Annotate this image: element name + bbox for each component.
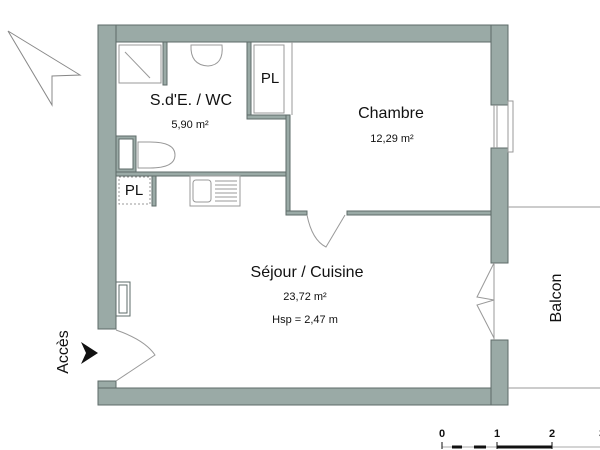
room-area-sejour: 23,72 m² <box>283 291 327 303</box>
scale-bar <box>441 442 600 449</box>
access-label: Accès <box>55 330 72 374</box>
sink-icon <box>190 44 223 67</box>
ceiling-height: Hsp = 2,47 m <box>272 314 338 326</box>
placard-label: PL <box>260 70 280 87</box>
entry-door <box>115 329 156 382</box>
room-name-sde: S.d'E. / WC <box>149 92 233 109</box>
shower-icon <box>118 44 162 84</box>
scale-tick-label: 1 <box>493 428 501 440</box>
room-area-chambre: 12,29 m² <box>370 133 414 145</box>
balcony-door <box>476 262 495 339</box>
scale-tick-label: 3 <box>599 428 600 440</box>
bedroom-door <box>306 214 346 248</box>
fixtures <box>115 42 600 389</box>
scale-tick-label: 0 <box>438 428 446 440</box>
kitchen-sink-icon <box>189 175 241 207</box>
outer-walls <box>97 24 509 406</box>
toilet-icon <box>137 141 176 169</box>
placard-label: PL <box>124 182 144 199</box>
north-arrow-icon <box>7 30 82 107</box>
room-area-sde: 5,90 m² <box>171 119 209 131</box>
room-name-sejour: Séjour / Cuisine <box>250 264 364 281</box>
room-name-chambre: Chambre <box>358 105 424 122</box>
window <box>507 100 514 153</box>
entry-arrow-icon <box>81 342 98 364</box>
window <box>115 281 131 317</box>
scale-tick-label: 2 <box>548 428 556 440</box>
balcony-label: Balcon <box>548 273 565 323</box>
